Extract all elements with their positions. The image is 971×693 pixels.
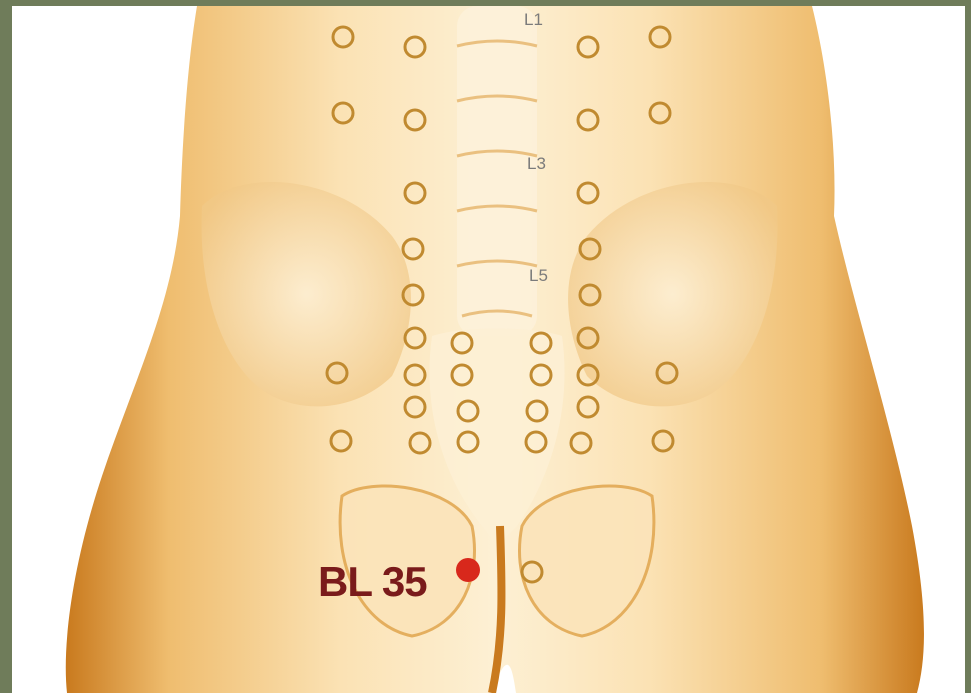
bl35-point-marker [456,558,480,582]
anatomy-illustration [12,6,965,693]
vertebra-label-l3: L3 [527,154,546,174]
image-frame: L1 L3 L5 BL 35 [12,6,965,693]
spine-column [457,6,537,336]
vertebra-label-l1: L1 [524,10,543,30]
vertebra-label-l5: L5 [529,266,548,286]
bl35-point-label: BL 35 [318,558,427,606]
